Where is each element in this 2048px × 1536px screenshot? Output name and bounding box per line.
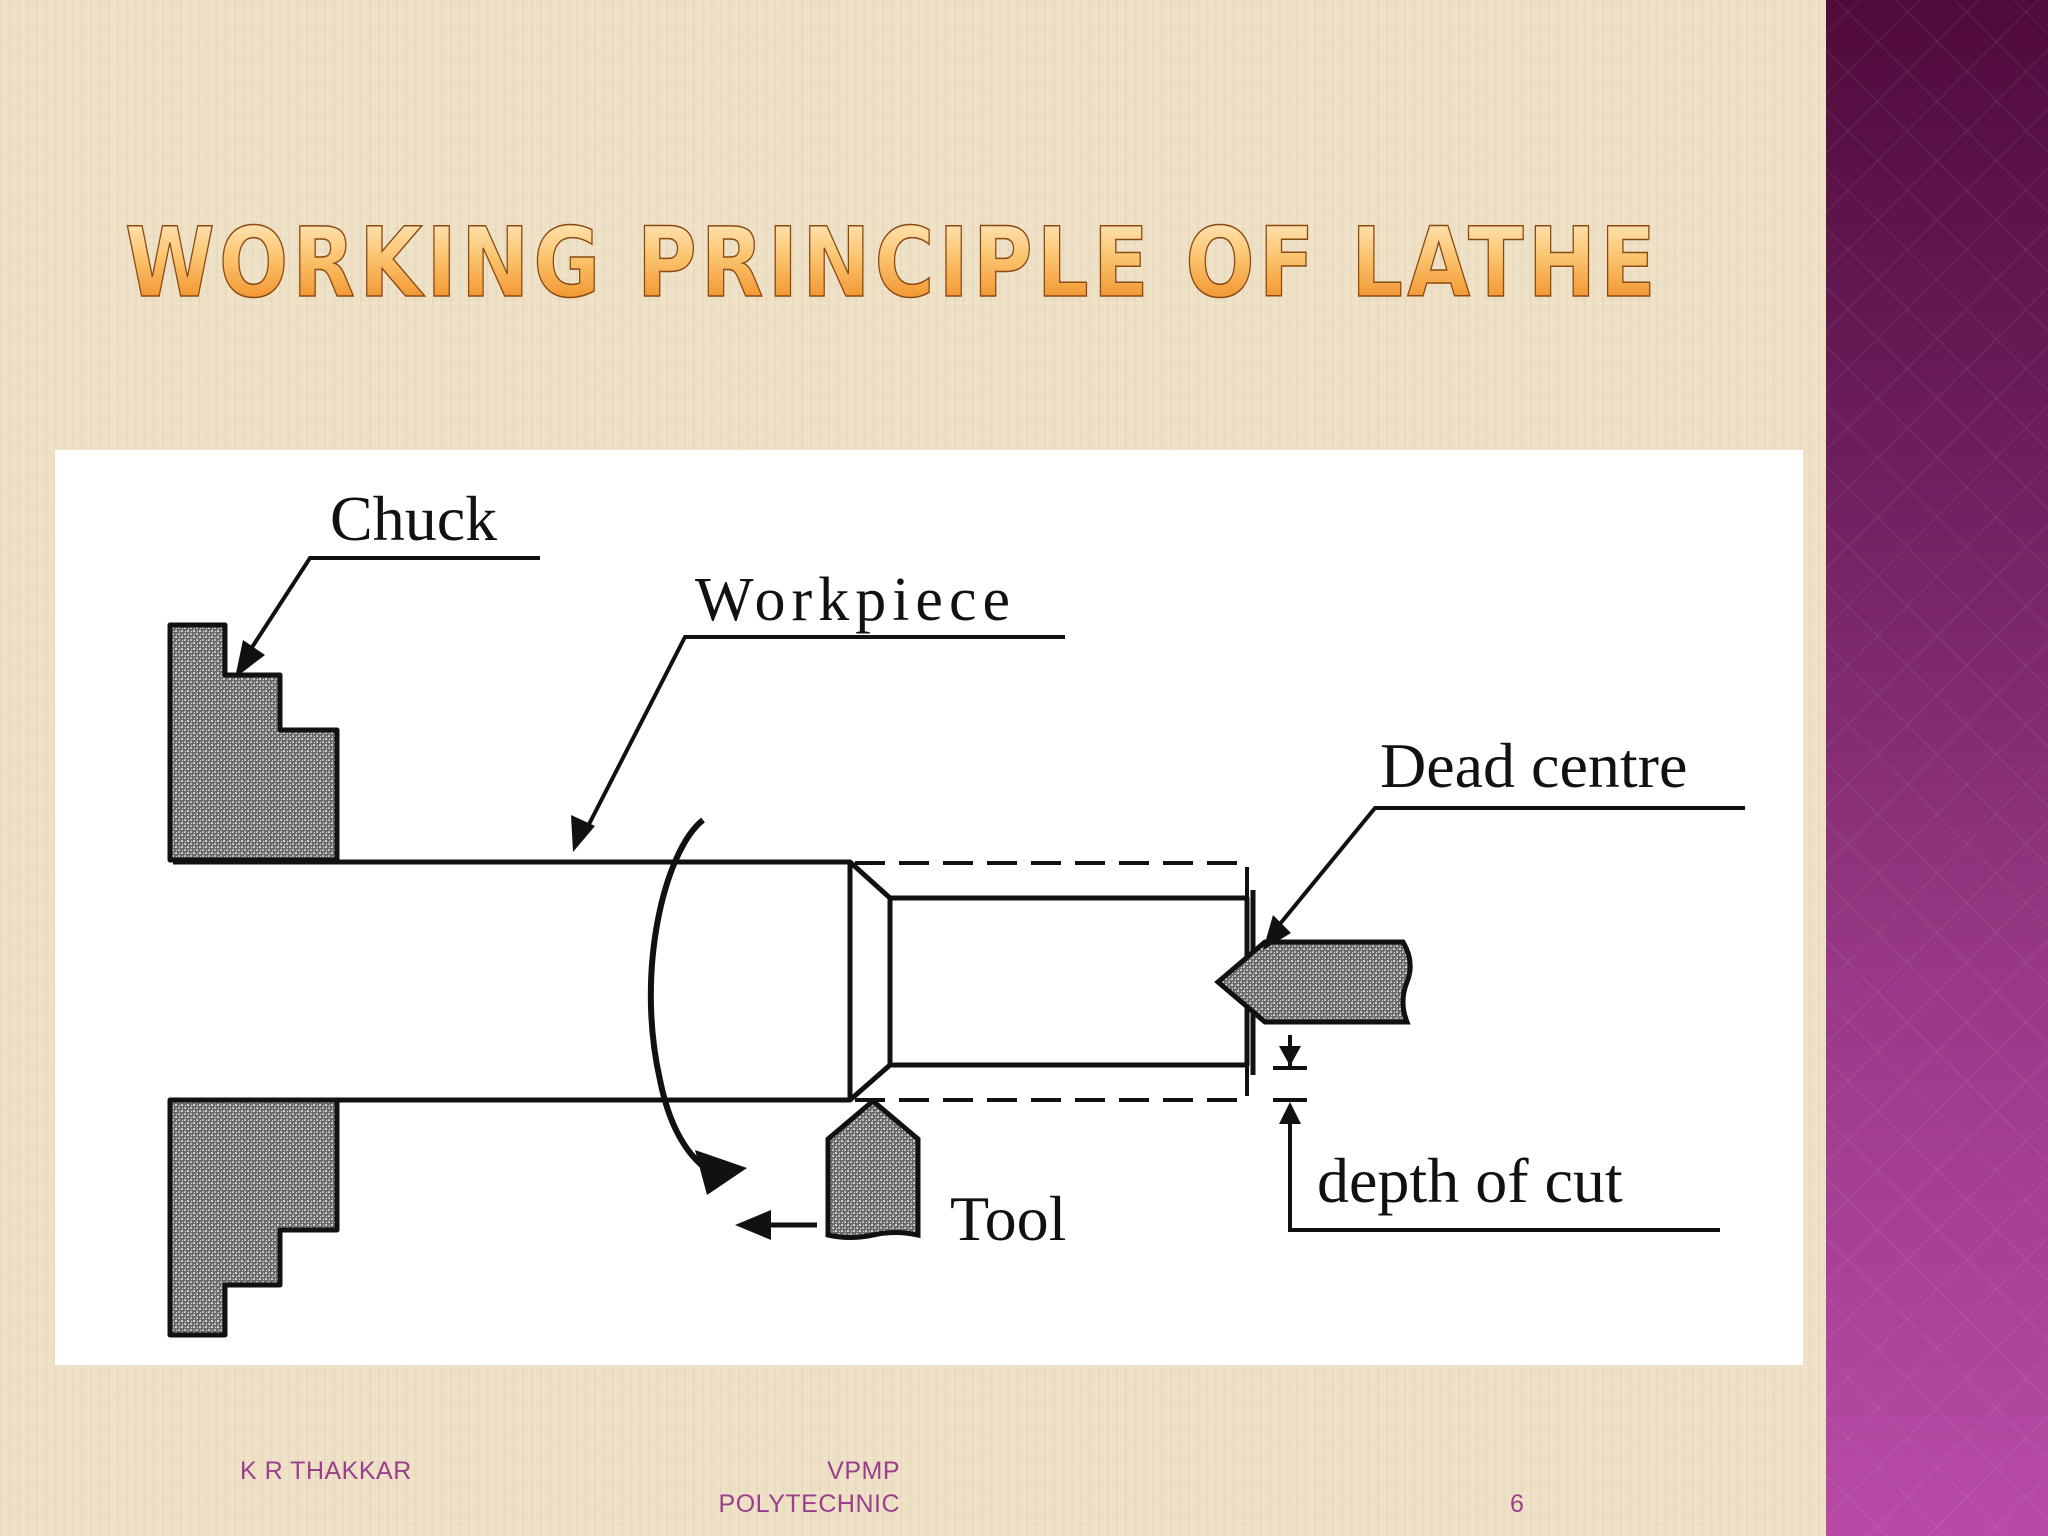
workpiece-leader-arrowhead bbox=[571, 815, 595, 852]
feed-arrowhead bbox=[735, 1210, 771, 1240]
dead-centre-leader-arrowhead bbox=[1263, 915, 1291, 950]
footer-org-line1: VPMP bbox=[827, 1457, 900, 1485]
depth-arrowhead-down bbox=[1279, 1046, 1301, 1066]
workpiece-leader-line bbox=[583, 635, 1065, 833]
label-tool: Tool bbox=[950, 1183, 1066, 1254]
original-stock-outline-bottom bbox=[855, 1065, 1249, 1102]
footer-author: K R THAKKAR bbox=[240, 1457, 412, 1485]
slide-title: WORKING PRINCIPLE OF LATHE bbox=[125, 208, 1660, 318]
cutting-tool bbox=[825, 1097, 921, 1240]
slide-title-svg: WORKING PRINCIPLE OF LATHE bbox=[124, 208, 1660, 318]
rotation-arrowhead bbox=[695, 1150, 747, 1195]
rotation-arrow bbox=[647, 817, 717, 1178]
label-dead-centre: Dead centre bbox=[1380, 730, 1687, 801]
chuck-leader-arrowhead bbox=[235, 640, 265, 678]
footer-organization: VPMP POLYTECHNIC bbox=[700, 1455, 900, 1521]
chuck-lower-jaw bbox=[167, 1097, 340, 1338]
workpiece-step bbox=[848, 860, 893, 1102]
dead-centre bbox=[1214, 939, 1413, 1025]
footer-page-number: 6 bbox=[1510, 1490, 1525, 1518]
chuck-leader-line bbox=[245, 556, 540, 657]
label-depth-of-cut: depth of cut bbox=[1317, 1145, 1623, 1216]
label-chuck: Chuck bbox=[330, 483, 497, 554]
slide-title-container: WORKING PRINCIPLE OF LATHE bbox=[0, 208, 1826, 318]
accent-side-band bbox=[1826, 0, 2048, 1536]
workpiece-body bbox=[173, 859, 853, 1103]
workpiece-turned-section bbox=[890, 895, 1250, 1068]
original-stock-outline-top bbox=[855, 861, 1249, 898]
footer-org-line2: POLYTECHNIC bbox=[718, 1490, 900, 1518]
dead-centre-leader-line bbox=[1273, 806, 1745, 932]
depth-arrowhead-up bbox=[1279, 1102, 1301, 1124]
lathe-diagram: Chuck Workpiece Dead centre depth of cut… bbox=[167, 483, 1745, 1338]
label-workpiece: Workpiece bbox=[695, 566, 1016, 634]
depth-of-cut-leader-line bbox=[1288, 1115, 1720, 1232]
lathe-diagram-panel: Chuck Workpiece Dead centre depth of cut… bbox=[55, 450, 1803, 1365]
